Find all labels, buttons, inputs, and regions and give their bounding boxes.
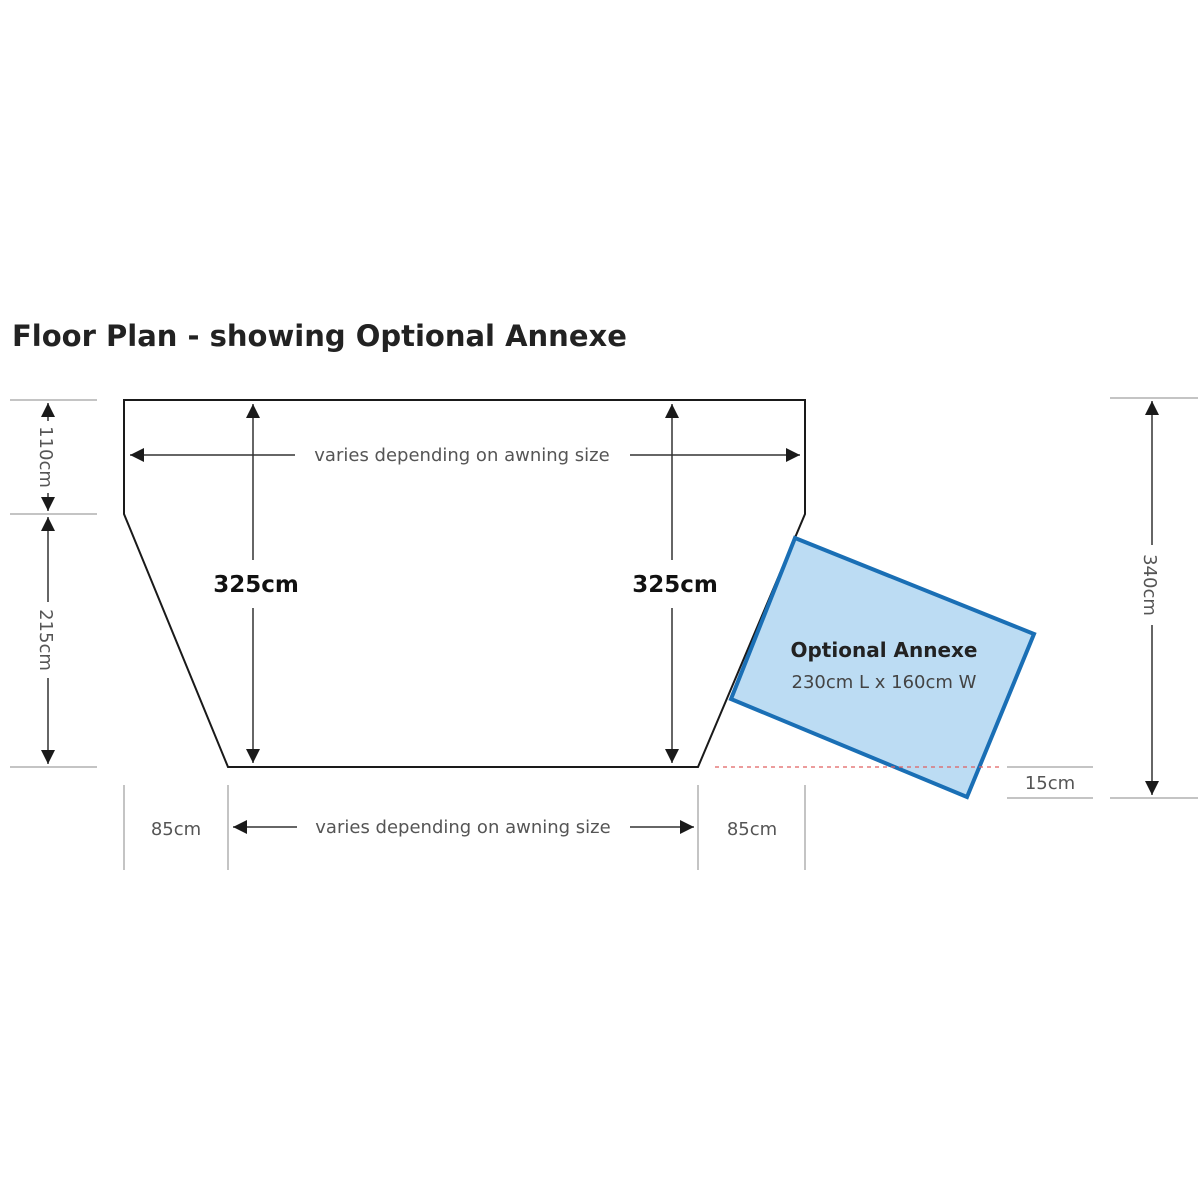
overall-height-label: 340cm (1139, 554, 1160, 616)
annexe-offset-label: 15cm (1025, 773, 1075, 794)
bottom-right-offset-label: 85cm (727, 819, 777, 840)
awning-floor-outline (123, 399, 806, 768)
top-section-label: 110cm (35, 426, 56, 488)
lower-section-label: 215cm (35, 609, 56, 671)
annexe-title: Optional Annexe (790, 638, 977, 662)
page-title: Floor Plan - showing Optional Annexe (12, 319, 627, 353)
optional-annexe-area (728, 535, 1037, 800)
bottom-width-label: varies depending on awning size (315, 817, 610, 838)
annexe-size: 230cm L x 160cm W (792, 672, 977, 693)
right-height-label: 325cm (632, 572, 718, 598)
left-height-label: 325cm (213, 572, 299, 598)
top-width-label: varies depending on awning size (314, 445, 609, 466)
bottom-left-offset-label: 85cm (151, 819, 201, 840)
